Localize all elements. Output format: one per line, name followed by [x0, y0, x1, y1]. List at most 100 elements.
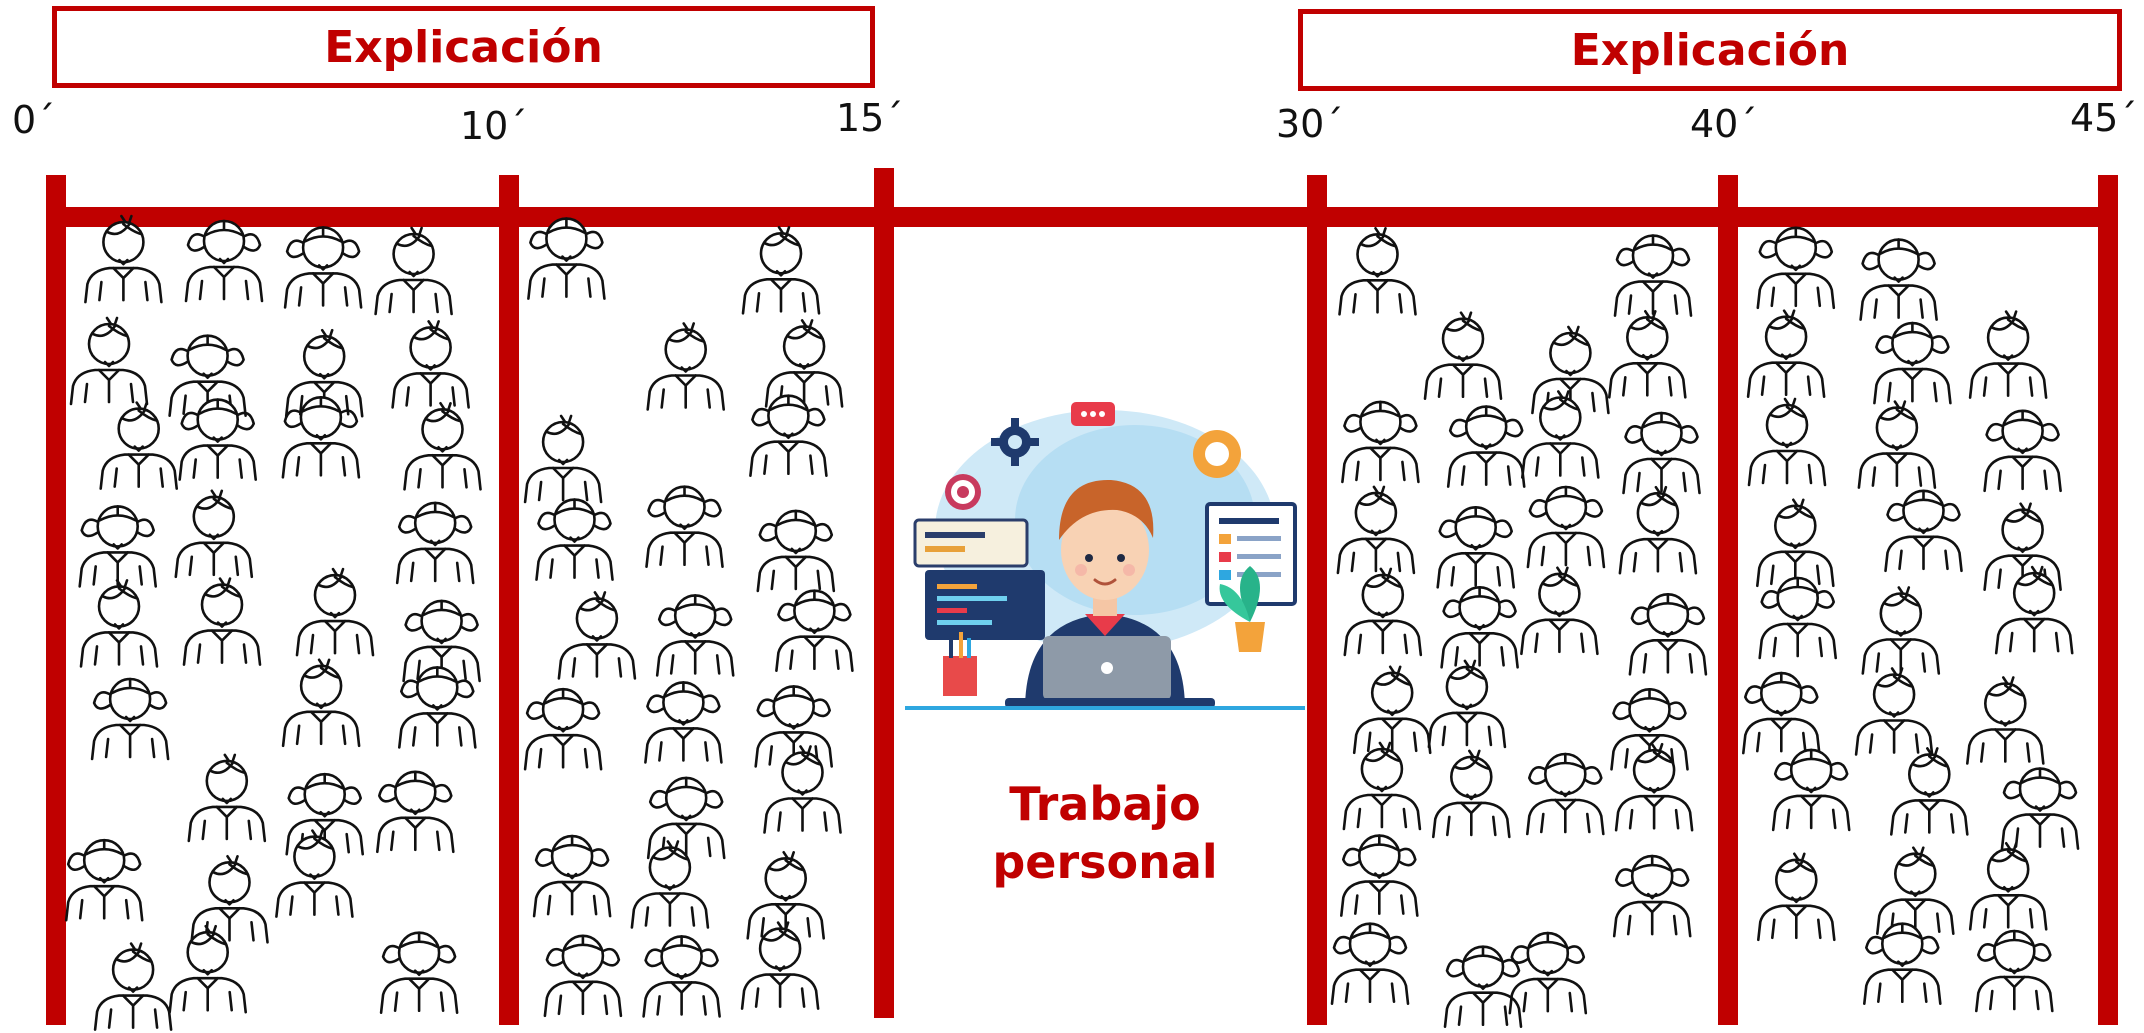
stick-figure-girl-icon — [775, 589, 854, 673]
stick-figure-girl-icon — [1622, 411, 1701, 495]
stick-figure-student-icon — [646, 322, 726, 411]
timeline-post-10 — [499, 175, 519, 1025]
plant-icon — [1219, 566, 1265, 652]
stick-figure-girl-icon — [1526, 485, 1606, 569]
stick-figure-student-icon — [1746, 309, 1826, 399]
timeline-post-45 — [2098, 175, 2118, 1025]
stick-figure-girl-icon — [1863, 922, 1942, 1006]
person-with-laptop-illustration — [905, 402, 1305, 710]
tick-label-40: 40´ — [1690, 102, 1758, 146]
stick-figure-girl-icon — [645, 485, 724, 569]
stick-figure-girl-icon — [78, 505, 157, 588]
stick-figure-girl-icon — [397, 666, 477, 749]
stick-figure-student-icon — [168, 924, 247, 1014]
stick-figure-girl-icon — [1440, 585, 1519, 669]
stick-figure-girl-icon — [1508, 931, 1588, 1015]
tick-label-10: 10´ — [460, 104, 528, 148]
stick-figure-student-icon — [1432, 749, 1511, 839]
stick-figure-student-icon — [1968, 841, 2048, 931]
stick-figure-girl-icon — [379, 931, 459, 1015]
stick-figure-student-icon — [295, 567, 375, 657]
stick-figure-student-icon — [630, 840, 710, 929]
stick-figure-girl-icon — [395, 501, 475, 585]
stick-figure-girl-icon — [1330, 922, 1410, 1006]
explanation-box-right: Explicación — [1298, 9, 2122, 91]
stick-figure-girl-icon — [749, 394, 828, 478]
stick-figure-student-icon — [764, 319, 844, 408]
stick-figure-girl-icon — [535, 498, 614, 581]
stick-figure-girl-icon — [1975, 929, 2054, 1013]
stick-figure-student-icon — [557, 591, 637, 680]
stick-figure-girl-icon — [1341, 400, 1420, 484]
stick-figure-student-icon — [1757, 852, 1836, 942]
stick-figure-student-icon — [69, 316, 149, 406]
explanation-label-left: Explicación — [324, 21, 603, 73]
stick-figure-student-icon — [93, 942, 173, 1031]
stick-figure-student-icon — [84, 214, 163, 304]
stick-figure-girl-icon — [1983, 409, 2062, 493]
stick-figure-girl-icon — [1859, 238, 1938, 321]
stick-figure-girl-icon — [527, 217, 606, 300]
stick-figure-student-icon — [174, 489, 254, 579]
stick-figure-student-icon — [182, 577, 262, 666]
stick-figure-student-icon — [1968, 310, 2048, 399]
stick-figure-student-icon — [403, 401, 482, 491]
stick-figure-girl-icon — [1436, 505, 1515, 589]
stick-figure-student-icon — [1854, 667, 1934, 756]
chat-bubble-icon — [1071, 402, 1115, 426]
stick-figure-girl-icon — [1742, 671, 1821, 755]
stick-figure-student-icon — [746, 850, 826, 940]
pencil-cup-icon — [943, 632, 977, 696]
tick-label-30: 30´ — [1276, 102, 1344, 146]
tick-label-45: 45´ — [2070, 96, 2138, 140]
stick-figure-student-icon — [741, 225, 821, 315]
personal-work-label-line1: Trabajo — [1009, 777, 1201, 831]
personal-work-label: Trabajo personal — [940, 775, 1270, 891]
stick-figure-student-icon — [1338, 226, 1417, 316]
stick-figure-student-icon — [1336, 485, 1416, 575]
stick-figure-girl-icon — [64, 838, 144, 922]
stick-figure-student-icon — [79, 579, 159, 668]
stick-figure-student-icon — [763, 745, 842, 834]
stick-figure-girl-icon — [1612, 854, 1692, 938]
timeline-post-40 — [1718, 175, 1738, 1025]
explanation-label-right: Explicación — [1570, 24, 1850, 76]
stick-figure-student-icon — [1966, 676, 2045, 765]
stick-figure-student-icon — [190, 854, 269, 944]
timeline-post-0 — [46, 175, 66, 1025]
stick-figure-student-icon — [99, 401, 178, 490]
stick-figure-student-icon — [1857, 400, 1937, 489]
stick-figure-girl-icon — [1613, 234, 1693, 317]
stick-figure-student-icon — [1608, 309, 1687, 399]
stick-figure-girl-icon — [1758, 576, 1837, 660]
stick-figure-girl-icon — [1526, 752, 1605, 836]
code-panel-icon — [913, 518, 1045, 640]
stick-figure-girl-icon — [543, 934, 623, 1018]
stick-figure-student-icon — [1423, 311, 1503, 401]
stick-figure-student-icon — [281, 658, 361, 748]
stick-figure-student-icon — [1861, 586, 1941, 675]
stick-figure-girl-icon — [2000, 767, 2080, 850]
gear-icon — [991, 418, 1039, 466]
stick-figure-girl-icon — [644, 681, 723, 764]
stick-figure-student-icon — [1890, 747, 1969, 836]
stick-figure-student-icon — [1520, 566, 1599, 656]
timeline-post-15 — [874, 168, 894, 1018]
stick-figure-student-icon — [1427, 659, 1507, 749]
stick-figure-student-icon — [740, 921, 820, 1010]
explanation-box-left: Explicación — [52, 6, 875, 88]
donut-chart-icon — [1193, 430, 1241, 478]
stick-figure-student-icon — [1343, 567, 1423, 657]
stick-figure-girl-icon — [1340, 834, 1419, 917]
stick-figure-girl-icon — [90, 677, 170, 761]
stick-figure-girl-icon — [1873, 321, 1952, 405]
stick-figure-girl-icon — [1771, 748, 1851, 832]
stick-figure-student-icon — [187, 753, 267, 843]
timeline-post-30 — [1307, 175, 1327, 1025]
target-icon — [945, 474, 981, 510]
stick-figure-student-icon — [1876, 846, 1955, 936]
stick-figure-girl-icon — [646, 776, 726, 860]
stick-figure-girl-icon — [532, 834, 612, 918]
stick-figure-student-icon — [1342, 741, 1422, 831]
stick-figure-student-icon — [1756, 498, 1835, 588]
